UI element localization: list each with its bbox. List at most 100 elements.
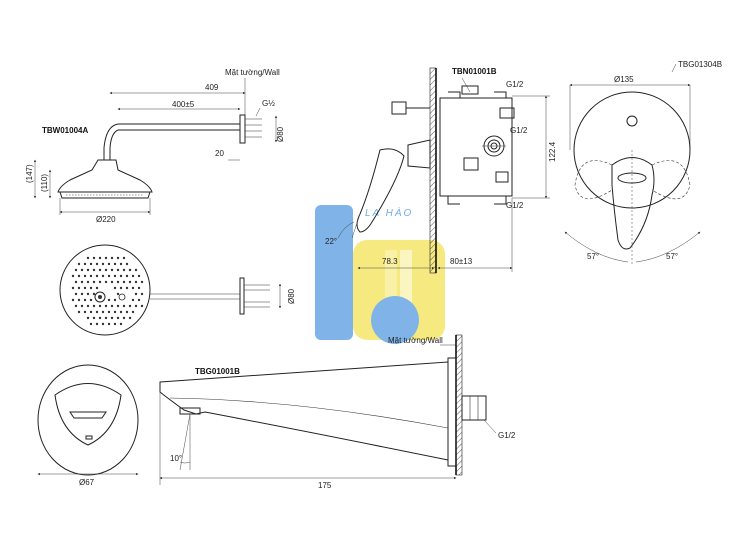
nozzle-hole bbox=[92, 268, 96, 272]
dim-valve-right: 80±13 bbox=[450, 257, 473, 266]
nozzle-hole bbox=[83, 274, 87, 278]
nozzle-hole bbox=[74, 280, 78, 284]
nozzle-hole bbox=[128, 316, 132, 320]
shower-head-side-view: Mặt tường/Wall 409 400±5 G½ Ø80 20 TBW01… bbox=[25, 68, 285, 224]
nozzle-hole bbox=[101, 262, 105, 266]
nozzle-hole bbox=[116, 280, 120, 284]
nozzle-hole bbox=[134, 280, 138, 284]
nozzle-hole bbox=[131, 286, 135, 290]
nozzle-hole bbox=[86, 304, 90, 308]
nozzle-hole bbox=[77, 262, 81, 266]
nozzle-hole bbox=[77, 274, 81, 278]
nozzle-hole bbox=[89, 298, 93, 302]
nozzle-hole bbox=[92, 304, 96, 308]
nozzle-hole bbox=[116, 268, 120, 272]
nozzle-hole bbox=[95, 262, 99, 266]
nozzle-hole bbox=[140, 280, 144, 284]
nozzle-hole bbox=[89, 262, 93, 266]
nozzle-hole bbox=[110, 316, 114, 320]
nozzle-hole bbox=[137, 274, 141, 278]
nozzle-hole bbox=[110, 256, 114, 260]
nozzle-hole bbox=[137, 298, 141, 302]
nozzle-hole bbox=[98, 304, 102, 308]
nozzle-hole bbox=[140, 292, 144, 296]
dim-drop: 20 bbox=[215, 149, 224, 158]
nozzle-hole bbox=[80, 292, 84, 296]
nozzle-hole bbox=[110, 280, 114, 284]
thread-bottom-label: G1/2 bbox=[506, 201, 524, 210]
shower-nozzle-grid bbox=[71, 256, 144, 326]
thread-label: G½ bbox=[262, 99, 275, 108]
nozzle-hole bbox=[71, 286, 75, 290]
valve-model: TBN01001B bbox=[452, 67, 497, 76]
nozzle-hole bbox=[116, 304, 120, 308]
nozzle-hole bbox=[89, 286, 93, 290]
nozzle-hole bbox=[125, 274, 129, 278]
nozzle-hole bbox=[92, 280, 96, 284]
nozzle-hole bbox=[107, 298, 111, 302]
nozzle-hole bbox=[131, 298, 135, 302]
nozzle-hole bbox=[128, 268, 132, 272]
nozzle-hole bbox=[98, 268, 102, 272]
nozzle-hole bbox=[122, 316, 126, 320]
nozzle-hole bbox=[128, 304, 132, 308]
nozzle-hole bbox=[134, 292, 138, 296]
nozzle-hole bbox=[95, 286, 99, 290]
nozzle-hole bbox=[104, 268, 108, 272]
nozzle-hole bbox=[131, 274, 135, 278]
nozzle-hole bbox=[92, 292, 96, 296]
nozzle-hole bbox=[98, 316, 102, 320]
dim-flange-front: Ø80 bbox=[287, 288, 296, 304]
nozzle-hole bbox=[74, 292, 78, 296]
wall-label-top: Mặt tường/Wall bbox=[225, 68, 280, 77]
nozzle-hole bbox=[107, 274, 111, 278]
nozzle-hole bbox=[74, 268, 78, 272]
nozzle-hole bbox=[125, 262, 129, 266]
nozzle-hole bbox=[80, 280, 84, 284]
nozzle-hole bbox=[128, 280, 132, 284]
nozzle-hole bbox=[89, 274, 93, 278]
nozzle-hole bbox=[113, 322, 117, 326]
nozzle-hole bbox=[86, 316, 90, 320]
trim-plate-view: TBG01304B Ø135 57° 57° bbox=[564, 60, 722, 266]
nozzle-hole bbox=[113, 262, 117, 266]
nozzle-hole bbox=[101, 322, 105, 326]
handle-angle-label: 22° bbox=[325, 237, 337, 246]
spout-thread-label: G1/2 bbox=[498, 431, 516, 440]
nozzle-hole bbox=[122, 304, 126, 308]
nozzle-hole bbox=[101, 310, 105, 314]
nozzle-hole bbox=[74, 304, 78, 308]
nozzle-hole bbox=[95, 274, 99, 278]
spout-front-view: Ø67 bbox=[37, 364, 139, 487]
nozzle-hole bbox=[119, 274, 123, 278]
nozzle-hole bbox=[95, 322, 99, 326]
nozzle-hole bbox=[116, 256, 120, 260]
dim-arm-length: 400±5 bbox=[172, 100, 195, 109]
nozzle-hole bbox=[119, 310, 123, 314]
nozzle-hole bbox=[86, 256, 90, 260]
nozzle-hole bbox=[131, 310, 135, 314]
nozzle-hole bbox=[110, 268, 114, 272]
shower-head-model: TBW01004A bbox=[42, 126, 88, 135]
nozzle-hole bbox=[83, 310, 87, 314]
nozzle-hole bbox=[80, 304, 84, 308]
thread-mid-label: G1/2 bbox=[510, 126, 528, 135]
dim-trim-diameter: Ø135 bbox=[614, 75, 634, 84]
nozzle-hole bbox=[92, 256, 96, 260]
nozzle-hole bbox=[86, 292, 90, 296]
spout-model: TBG01001B bbox=[195, 367, 240, 376]
nozzle-hole bbox=[98, 256, 102, 260]
nozzle-hole bbox=[83, 286, 87, 290]
shower-head-front-view: Ø80 bbox=[59, 244, 296, 336]
nozzle-hole bbox=[116, 316, 120, 320]
nozzle-hole bbox=[113, 298, 117, 302]
nozzle-hole bbox=[113, 274, 117, 278]
dim-spout-diameter: Ø67 bbox=[79, 478, 95, 487]
nozzle-hole bbox=[98, 280, 102, 284]
spout-side-view: Mặt tường/Wall TBG01001B G1/2 10° 175 bbox=[159, 334, 516, 490]
nozzle-hole bbox=[104, 280, 108, 284]
nozzle-hole bbox=[137, 286, 141, 290]
valve-body-view: TBN01001B G1/2 G1/2 G1/2 22° 122.4 78.3 … bbox=[325, 67, 557, 274]
nozzle-hole bbox=[119, 286, 123, 290]
dim-valve-height: 122.4 bbox=[548, 141, 557, 162]
